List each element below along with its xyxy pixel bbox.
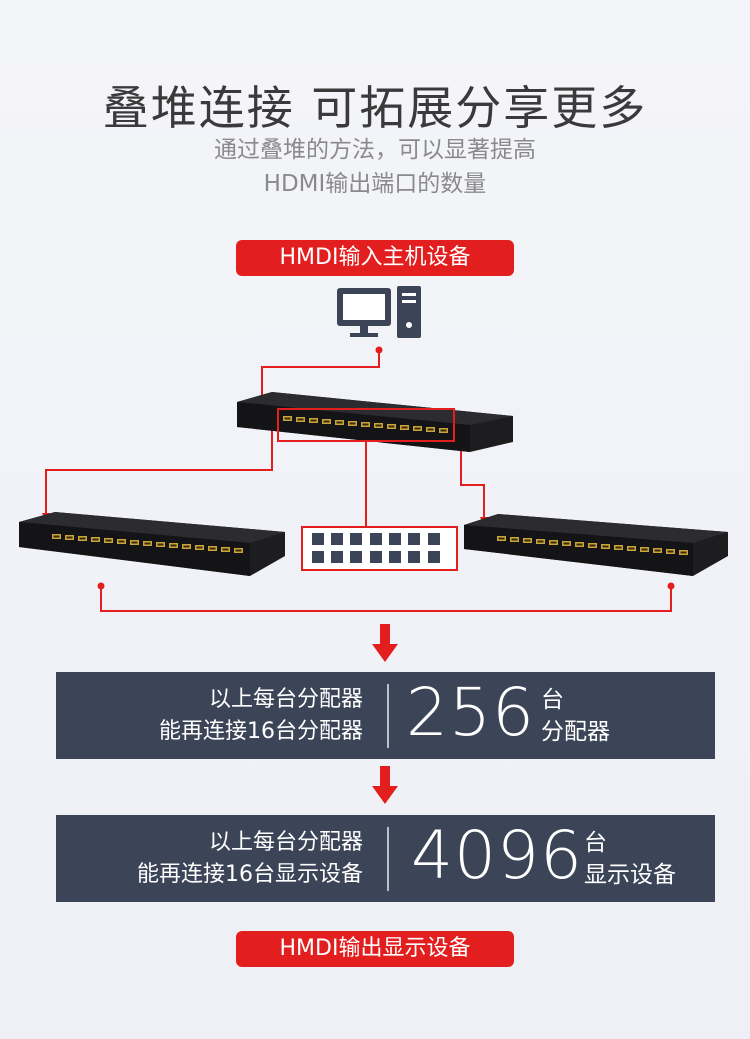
down-arrow-icon bbox=[372, 624, 398, 662]
subtitle-line-1: 通过叠堆的方法，可以显著提高 bbox=[214, 137, 536, 163]
panel1-line-2: 能再连接16台分配器 bbox=[159, 719, 363, 744]
panel2-number: 4096 bbox=[411, 817, 583, 894]
pc-tower-icon bbox=[397, 286, 421, 338]
panel1-number: 256 bbox=[406, 674, 535, 751]
panel2-unit-1: 台 bbox=[584, 830, 607, 856]
panel2-line-2: 能再连接16台显示设备 bbox=[137, 862, 363, 887]
stat-panel-splitters: 以上每台分配器 能再连接16台分配器 256 台 分配器 bbox=[56, 672, 715, 759]
connection-lines bbox=[42, 350, 672, 612]
monitor-icon bbox=[337, 288, 391, 337]
port-grid-inset bbox=[301, 526, 458, 571]
panel1-divider bbox=[387, 684, 389, 748]
panel2-unit-2: 显示设备 bbox=[584, 862, 676, 888]
subtitle: 通过叠堆的方法，可以显著提高 HDMI输出端口的数量 bbox=[0, 133, 750, 201]
input-device-label: HMDI输入主机设备 bbox=[236, 240, 514, 276]
panel1-unit-2: 分配器 bbox=[541, 719, 610, 745]
output-device-label: HMDI输出显示设备 bbox=[236, 931, 514, 967]
left-splitter bbox=[19, 512, 285, 576]
panel1-unit-1: 台 bbox=[541, 687, 564, 713]
stat-panel-displays: 以上每台分配器 能再连接16台显示设备 4096 台 显示设备 bbox=[56, 815, 715, 902]
panel2-divider bbox=[387, 827, 389, 891]
subtitle-line-2: HDMI输出端口的数量 bbox=[263, 171, 487, 197]
main-splitter bbox=[237, 392, 513, 452]
down-arrow-icon bbox=[372, 766, 398, 804]
page-title: 叠堆连接 可拓展分享更多 bbox=[102, 81, 648, 135]
right-splitter bbox=[464, 514, 728, 576]
panel1-line-1: 以上每台分配器 bbox=[208, 687, 363, 712]
panel2-line-1: 以上每台分配器 bbox=[208, 830, 363, 855]
